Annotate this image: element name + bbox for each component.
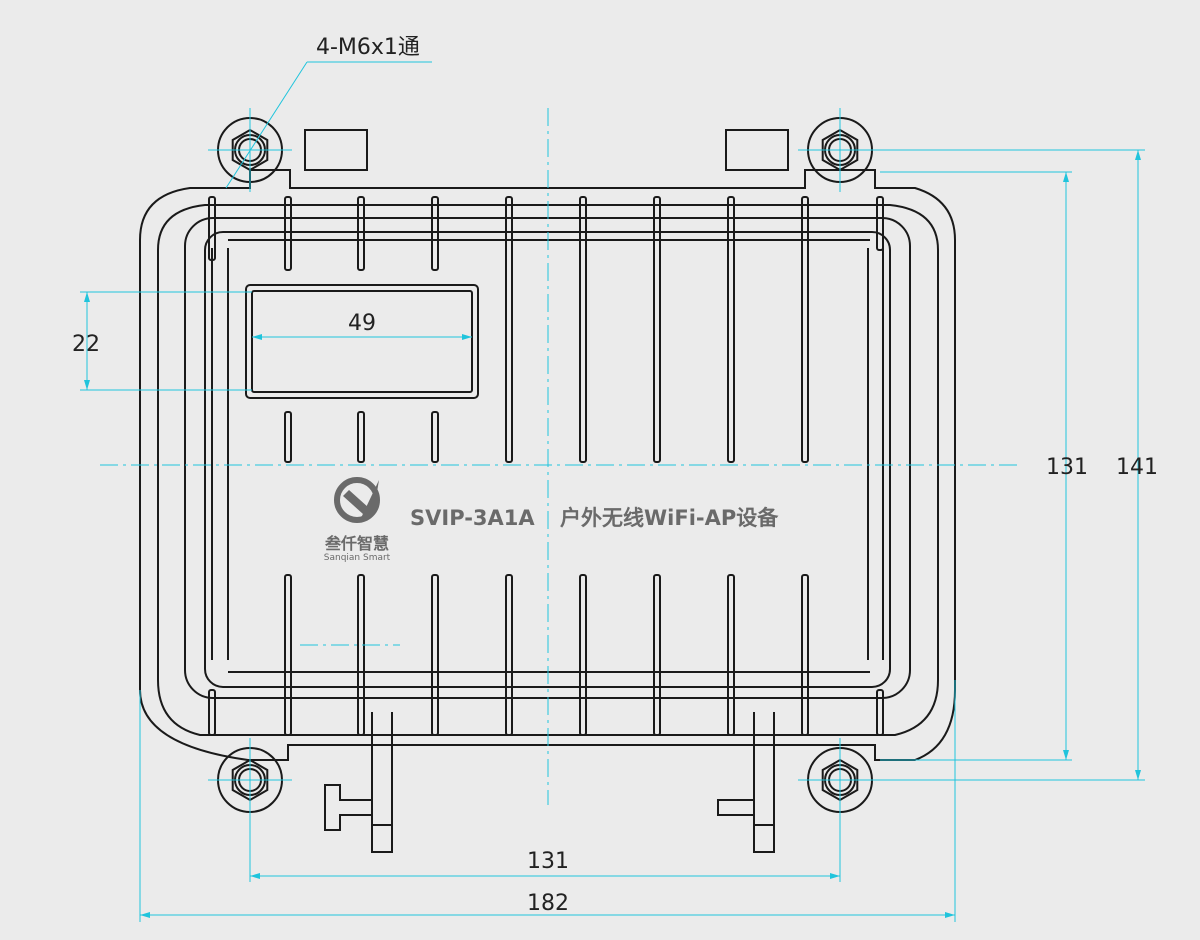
cooling-rib <box>357 196 365 271</box>
cooling-rib <box>876 196 884 251</box>
product-description: 户外无线WiFi-AP设备 <box>560 506 779 530</box>
display-window <box>245 284 479 399</box>
cooling-rib <box>727 574 735 736</box>
brand-logo-mark <box>334 477 380 523</box>
dim-window-height: 22 <box>72 332 100 357</box>
cooling-ribs <box>208 196 884 736</box>
dim-hole-spacing-vertical: 131 <box>1046 455 1088 480</box>
cooling-rib <box>284 196 292 271</box>
top-connector-right <box>725 129 789 171</box>
cooling-rib <box>431 574 439 736</box>
dim-overall-height: 141 <box>1116 455 1158 480</box>
enclosure <box>139 129 956 853</box>
bottom-right-fitting <box>717 712 775 853</box>
top-connector-left <box>304 129 368 171</box>
dimension-lines <box>80 61 1145 922</box>
cooling-rib <box>579 574 587 736</box>
cooling-rib <box>653 574 661 736</box>
cooling-rib <box>284 411 292 463</box>
cooling-rib <box>505 196 513 463</box>
cooling-rib <box>801 196 809 463</box>
cooling-rib <box>653 196 661 463</box>
cooling-rib <box>208 689 216 736</box>
brand-logo: 叁仟智慧 Sanqian Smart <box>324 477 391 563</box>
display-window-inner <box>251 290 473 393</box>
bottom-left-fitting <box>324 712 393 853</box>
cooling-rib <box>876 689 884 736</box>
cooling-rib <box>431 196 439 271</box>
cooling-rib <box>357 574 365 736</box>
mounting-hole <box>208 108 292 192</box>
cooling-rib <box>357 411 365 463</box>
cooling-rib <box>284 574 292 736</box>
product-model: SVIP-3A1A <box>410 506 535 530</box>
hole-note-leader <box>225 61 308 189</box>
cooling-rib <box>208 196 216 261</box>
cooling-rib <box>727 196 735 463</box>
enclosure-inner-body <box>157 204 939 736</box>
dim-window-width: 49 <box>348 311 376 336</box>
cooling-rib <box>505 574 513 736</box>
cooling-rib <box>579 196 587 463</box>
dim-overall-width: 182 <box>527 891 569 916</box>
enclosure-outer-body <box>139 169 956 761</box>
brand-name-cn: 叁仟智慧 <box>324 534 389 553</box>
cooling-rib <box>431 411 439 463</box>
hole-note-text: 4-M6x1通 <box>316 35 420 60</box>
cooling-rib <box>801 574 809 736</box>
dim-hole-spacing-horizontal: 131 <box>527 849 569 874</box>
brand-name-en: Sanqian Smart <box>324 553 391 563</box>
